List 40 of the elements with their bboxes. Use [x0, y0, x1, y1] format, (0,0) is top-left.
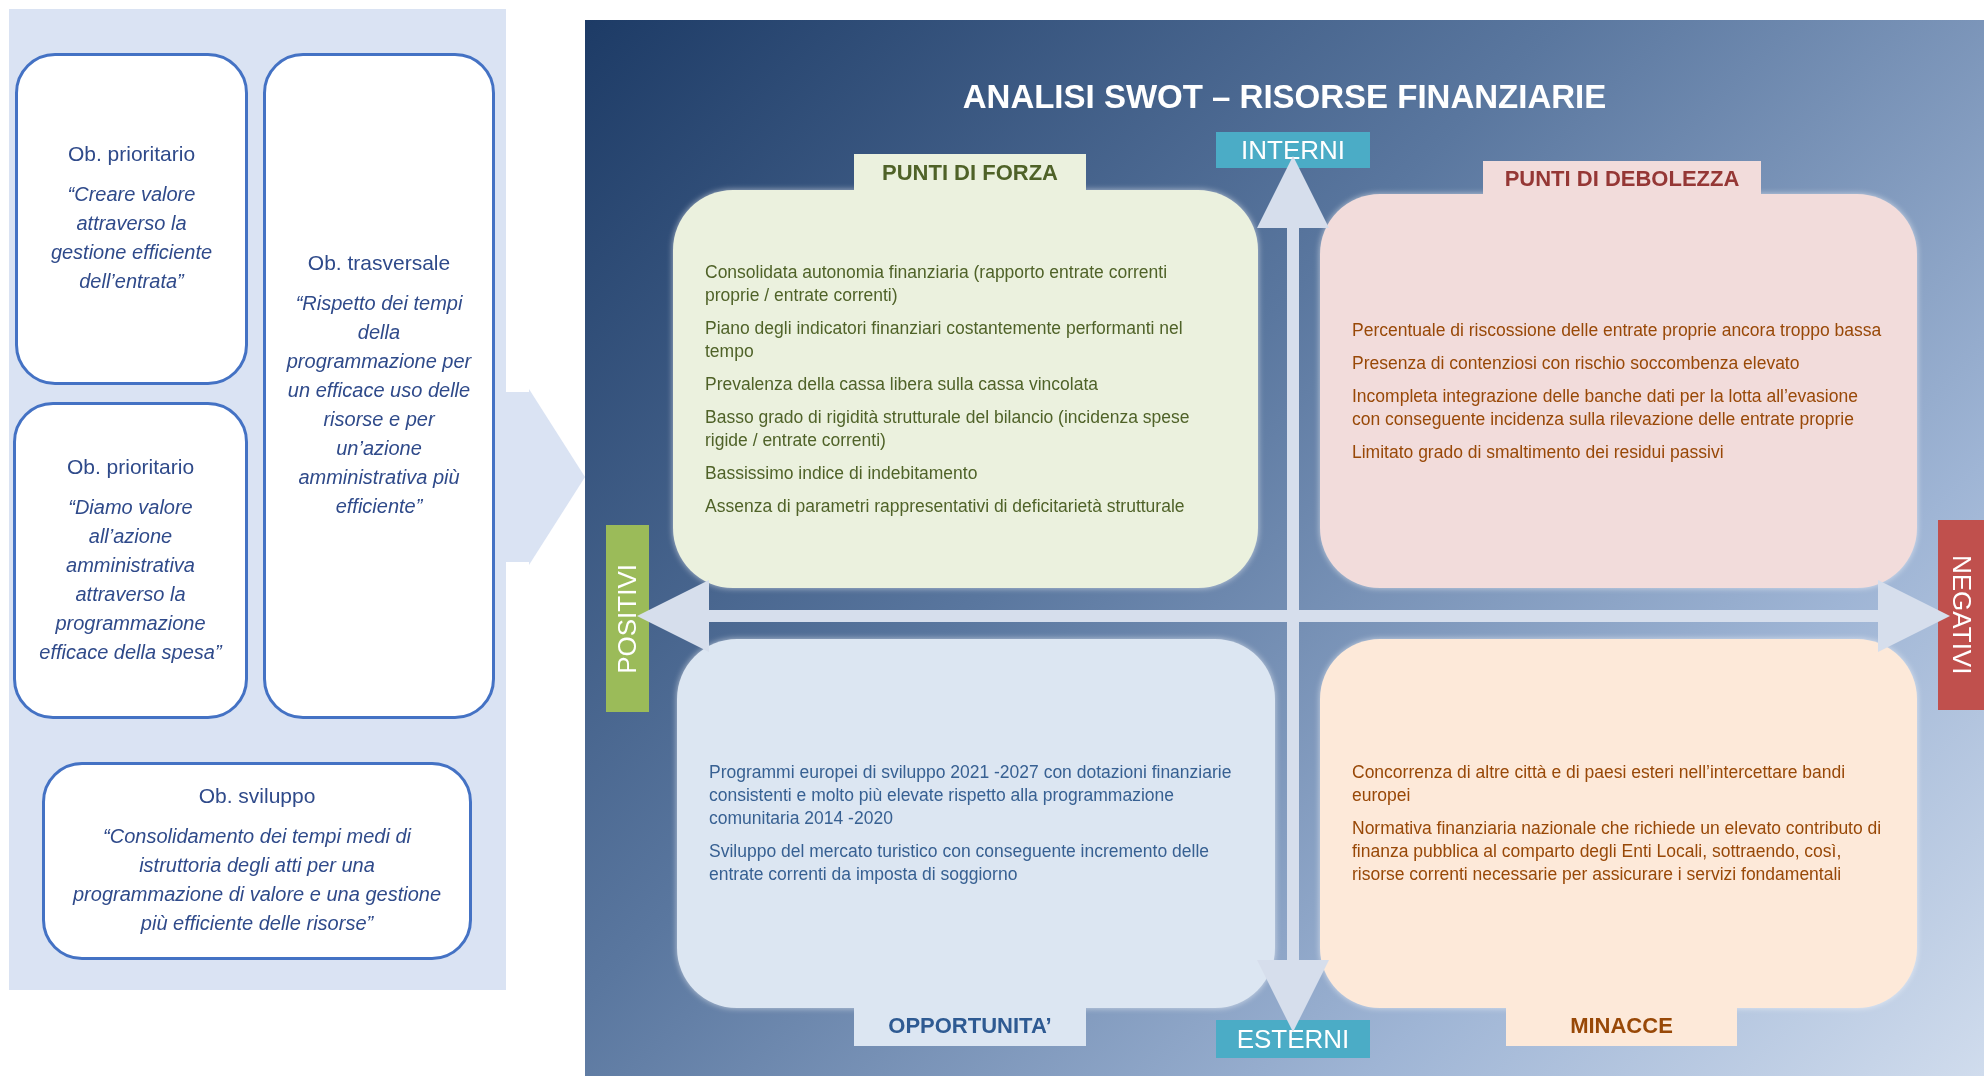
title: ANALISI SWOT – RISORSE FINANZIARIE: [961, 78, 1608, 116]
objective-heading: Ob. prioritario: [66, 454, 195, 479]
bullet-text: Consolidata autonomia finanziaria (rapporto entrate correnti proprie / entrate correnti): [705, 260, 1169, 307]
objective-heading: Ob. sviluppo: [198, 784, 316, 808]
bullet-text: Incompleta integrazione delle banche dati per la lotta all’evasione con conseguente incidenza sulla rilevazione delle entrate proprie: [1352, 384, 1859, 431]
bullet-text: Sviluppo del mercato turistico con conseguente incremento delle entrate correnti da imposta di soggiorno: [709, 840, 1210, 886]
objective-text: “Consolidamento dei tempi medi di istruttoria degli atti per una programmazione di valore e una gestione più efficiente delle risorse”: [71, 824, 442, 936]
bullet-text: Programmi europei di sviluppo 2021 -2027 con dotazioni finanziarie consistenti e molto più elevate rispetto alla programmazione comunitaria 2014 -2020: [709, 761, 1233, 830]
objective-text: “Diamo valore all’azione amministrativa attraverso la programmazione efficace della spesa”: [38, 494, 224, 665]
bullet-text: Assenza di parametri rappresentativi di deficitarietà strutturale: [705, 494, 1186, 518]
double-arrow: [637, 580, 1950, 652]
objective-card: [15, 53, 248, 385]
bullet-text: Limitato grado di smaltimento dei residui passivi: [1352, 440, 1725, 464]
side-panel: [9, 9, 506, 990]
axis-label: INTERNI: [1216, 132, 1370, 168]
objective-card: [42, 762, 472, 960]
objective-heading: Ob. prioritario: [67, 142, 196, 166]
bullet-text: Concorrenza di altre città e di paesi esteri nell’intercettare bandi europei: [1352, 761, 1847, 807]
axis-label: NEGATIVI: [1938, 520, 1984, 710]
objective-text: “Rispetto dei tempi della programmazione per un efficace uso delle risorse e per un’azione amministrativa più efficiente”: [285, 291, 473, 519]
chevron-arrow: [506, 389, 585, 565]
bullet-text: Piano degli indicatori finanziari costantemente performanti nel tempo: [705, 316, 1184, 363]
heading-tab: PUNTI DI FORZA: [854, 154, 1086, 192]
objective-card: [13, 402, 248, 719]
bullet-text: Percentuale di riscossione delle entrate proprie ancora troppo bassa: [1352, 318, 1883, 342]
bullet-text: Basso grado di rigidità strutturale del bilancio (incidenza spese rigide / entrate correnti): [705, 405, 1191, 452]
bullet-text: Prevalenza della cassa libera sulla cassa vincolata: [705, 372, 1099, 396]
objective-card: [263, 53, 495, 719]
bullet-text: Presenza di contenziosi con rischio soccombenza elevato: [1352, 351, 1801, 375]
double-arrow: [1257, 156, 1329, 1032]
swot-panel: [585, 20, 1984, 1076]
axis-label: ESTERNI: [1216, 1020, 1370, 1058]
heading-tab: MINACCE: [1506, 1006, 1737, 1046]
axis-label: POSITIVI: [606, 525, 649, 712]
objective-text: “Creare valore attraverso la gestione efficiente dell’entrata”: [49, 182, 214, 294]
objective-heading: Ob. trasversale: [307, 251, 451, 275]
heading-tab: PUNTI DI DEBOLEZZA: [1483, 161, 1761, 196]
heading-tab: OPPORTUNITA’: [854, 1006, 1086, 1046]
bullet-text: Bassissimo indice di indebitamento: [705, 461, 979, 485]
bullet-text: Normativa finanziaria nazionale che richiede un elevato contributo di finanza pubblica al comparto degli Enti Locali, sottraendo, così, risorse correnti necessarie per assicurare i servizi fondamentali: [1352, 817, 1883, 886]
